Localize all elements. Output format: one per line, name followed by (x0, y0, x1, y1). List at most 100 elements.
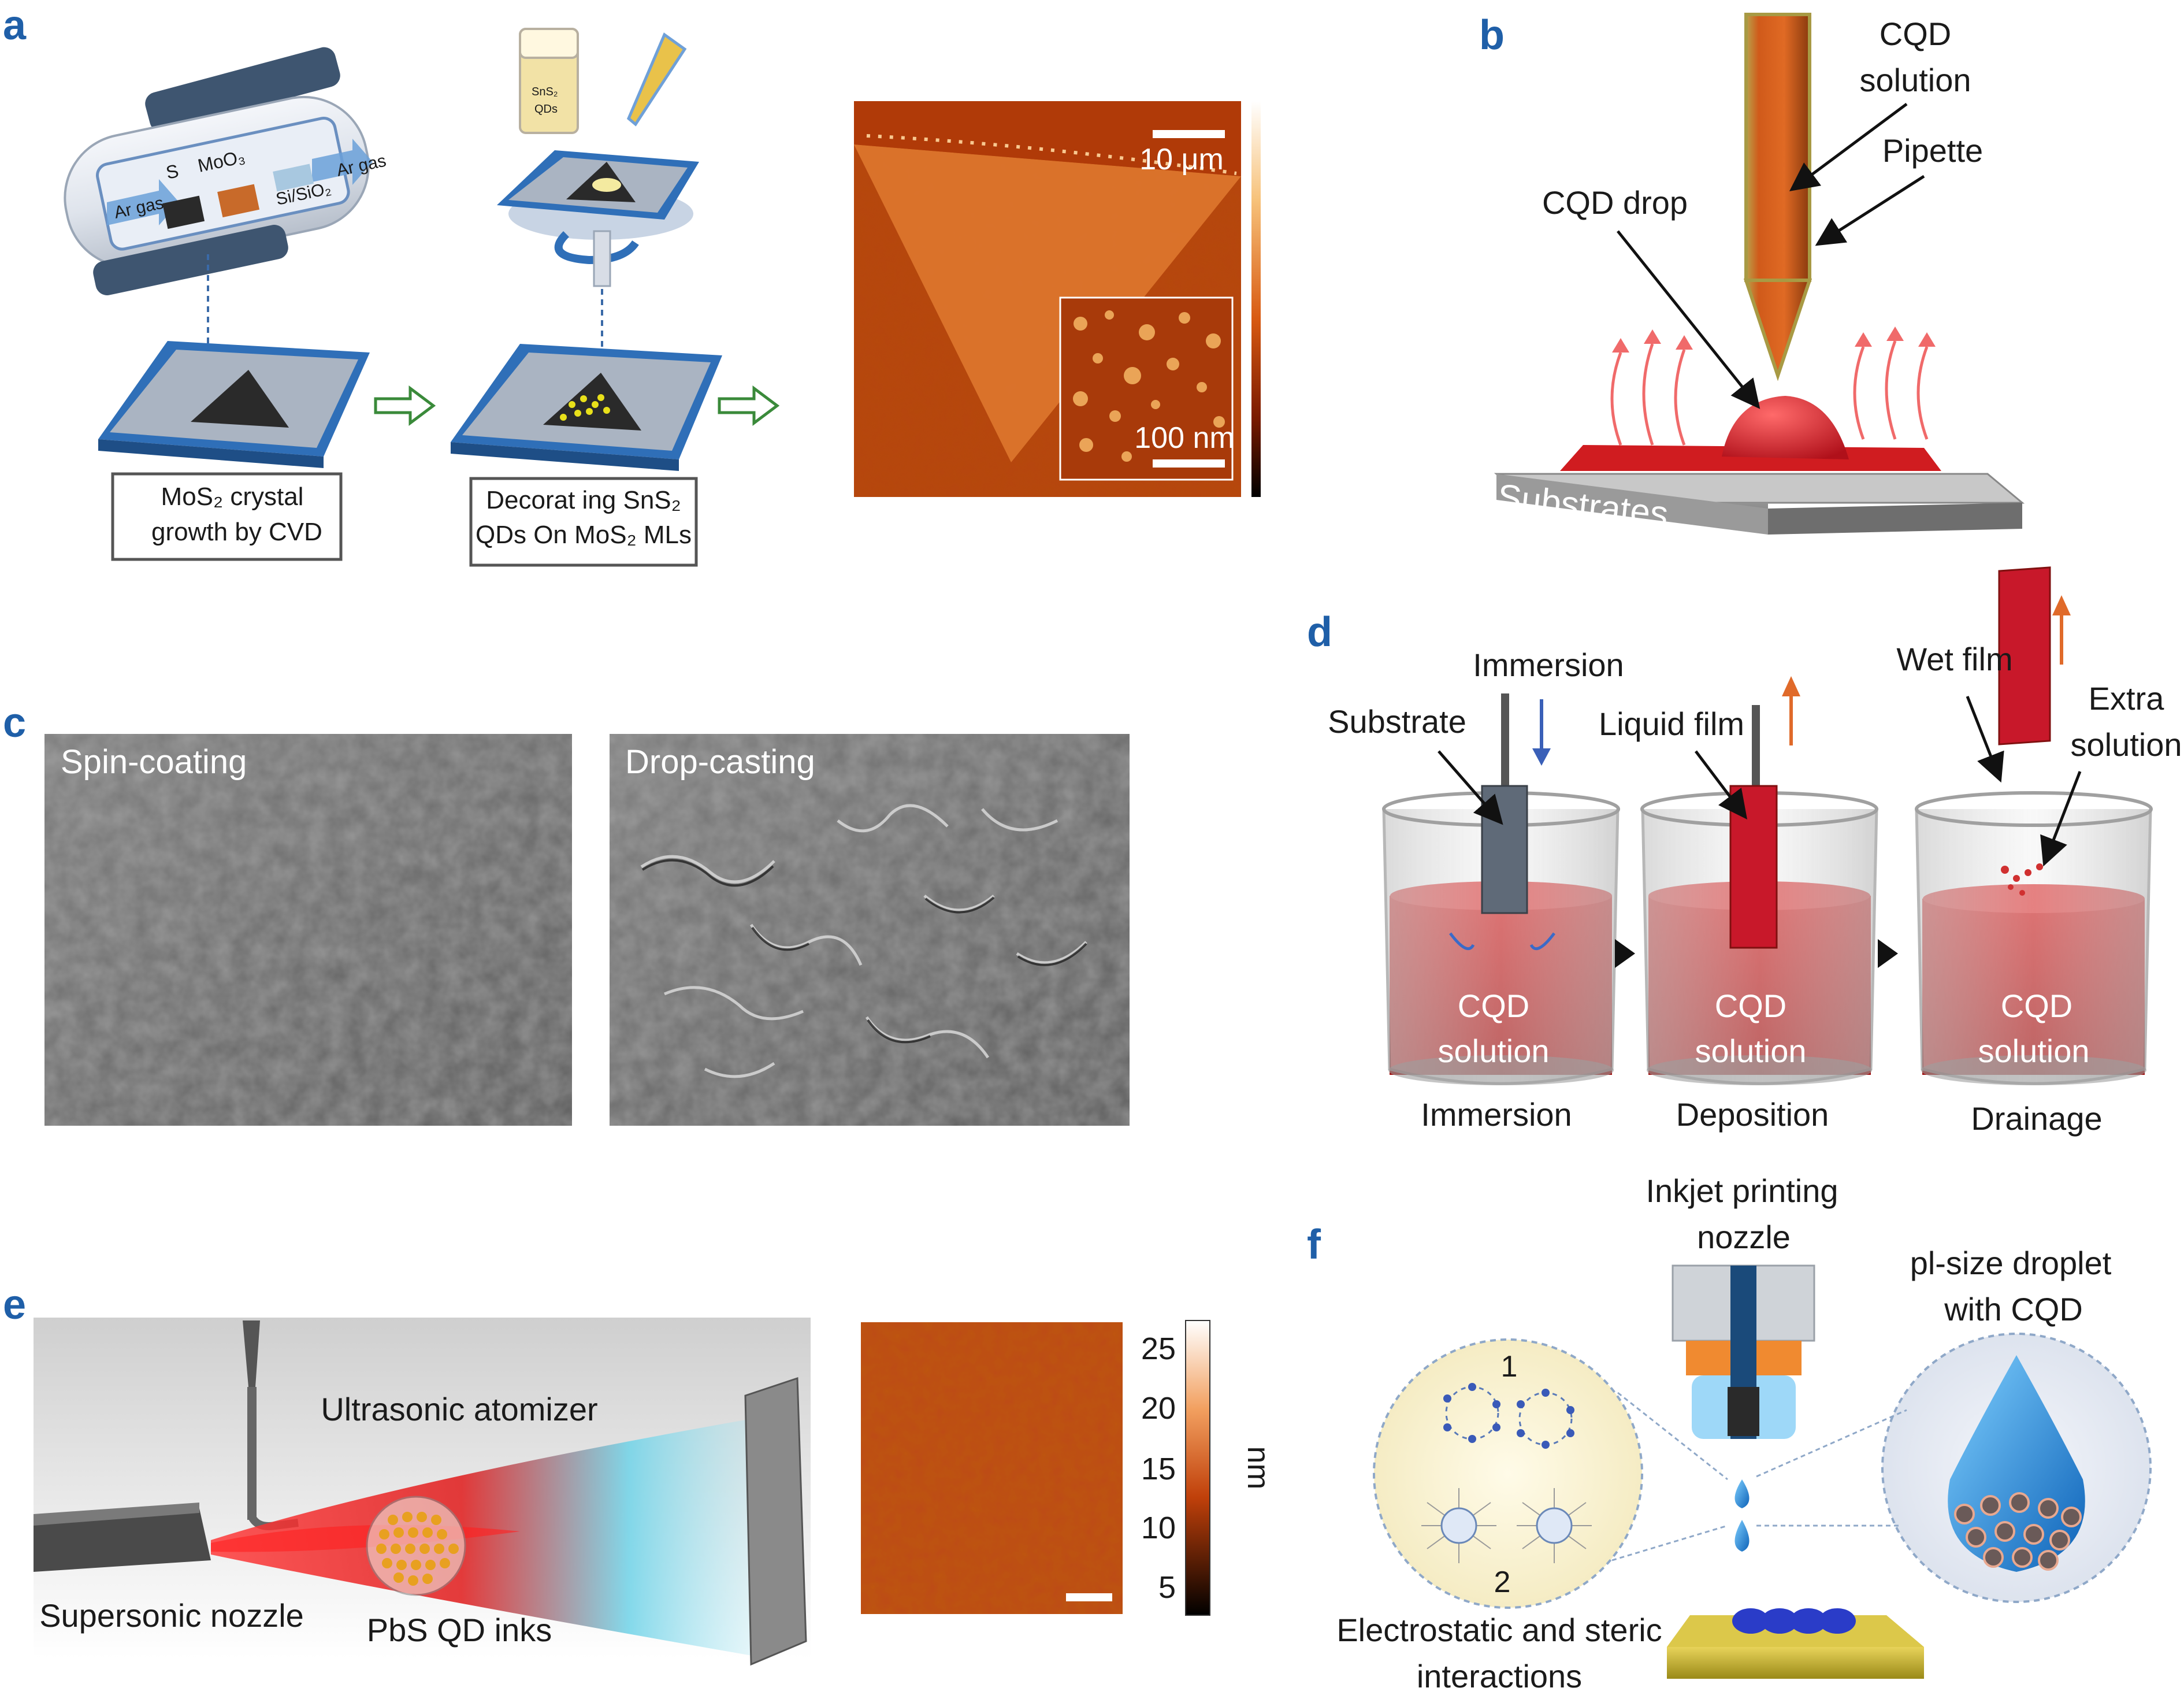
panel-b: b Substrates CQD solution Pipette CQD (1479, 12, 2025, 535)
spray-plume (211, 1416, 768, 1659)
spin-coater (497, 150, 699, 287)
beaker-1: CQD solution (1382, 693, 1620, 1085)
arrow-d1 (1615, 939, 1635, 968)
arrow-a2 (718, 385, 780, 426)
interaction-circle: 1 2 (1373, 1338, 1643, 1609)
print-substrate (1667, 1608, 1924, 1679)
cbar-tick-25: 25 (1141, 1331, 1176, 1366)
drop-casting-title: Drop-casting (625, 743, 815, 781)
arrow-liquid-film (1695, 750, 1748, 819)
inks-label: PbS QD inks (367, 1612, 552, 1648)
inkjet-label-1: Inkjet printing (1646, 1173, 1838, 1209)
beaker3-text2: solution (1978, 1033, 2089, 1069)
panel-label-e: e (3, 1282, 26, 1328)
cqd-solution-l1: CQD (1880, 16, 1951, 52)
scale-10um: 10 μm (1139, 143, 1224, 176)
supersonic-label: Supersonic nozzle (39, 1597, 304, 1634)
cqd-drop-shape (1722, 396, 1849, 459)
inkjet-nozzle (1672, 1264, 1815, 1439)
cbar-tick-20: 20 (1141, 1391, 1176, 1426)
vial-label-2: QDs (534, 103, 558, 116)
panel-e: e Ultrasonic atomize (3, 1282, 1276, 1666)
arrow-cqd-drop (1617, 230, 1760, 409)
step-immersion: Immersion (1421, 1096, 1572, 1133)
box2-line1: Decorat ing SnS₂ (486, 486, 681, 514)
withdraw-arrow-3 (2052, 595, 2071, 665)
evaporation-arrows (1610, 340, 1929, 446)
droplet-2 (1734, 1520, 1750, 1552)
cbar-tick-10: 10 (1141, 1511, 1176, 1545)
box1-line2: growth by CVD (151, 518, 322, 546)
cqd-solution-l2: solution (1859, 62, 1971, 98)
label-box-2: Decorat ing SnS₂ QDs On MoS₂ MLs (469, 477, 698, 567)
scale-100nm: 100 nm (1134, 421, 1234, 455)
sem-drop-casting: Drop-casting (610, 734, 1130, 1126)
panel-f: f (1307, 1173, 2152, 1694)
arrow-d2 (1878, 939, 1898, 968)
beaker-3: CQD solution (1915, 566, 2153, 1085)
beaker1-text1: CQD (1458, 988, 1529, 1024)
withdraw-arrow-2 (1782, 676, 1800, 745)
substrate-label: Substrate (1328, 703, 1466, 740)
pipette-a (626, 32, 687, 127)
step-drainage: Drainage (1971, 1100, 2102, 1137)
pbs-qd-inks (366, 1496, 466, 1596)
beaker2-text2: solution (1695, 1033, 1806, 1069)
pipette-label: Pipette (1882, 132, 1983, 169)
beaker3-text1: CQD (2001, 988, 2072, 1024)
box2-line2: QDs On MoS₂ MLs (476, 521, 692, 549)
panel-d: d CQD solution CQD solution (1307, 566, 2182, 1137)
immersion-arrow (1532, 699, 1551, 766)
vial-label-1: SnS₂ (532, 86, 558, 98)
arrow-a1 (374, 385, 436, 426)
ultrasonic-label: Ultrasonic atomizer (321, 1391, 597, 1427)
spin-coating-title: Spin-coating (61, 743, 247, 781)
extra-solution-l1: Extra (2089, 680, 2165, 717)
afm-image-e (861, 1322, 1123, 1614)
step-deposition: Deposition (1676, 1096, 1829, 1133)
arrow-cqd-solution (1789, 102, 1908, 191)
panel-label-f: f (1307, 1222, 1321, 1268)
panel-label-b: b (1479, 12, 1505, 58)
target-plate (744, 1377, 807, 1666)
beaker1-text2: solution (1438, 1033, 1549, 1069)
wet-film-label: Wet film (1896, 641, 2012, 677)
beaker2-text1: CQD (1715, 988, 1786, 1024)
supersonic-nozzle (34, 1503, 211, 1572)
label-box-1: MoS₂ crystal growth by CVD (111, 472, 343, 561)
colorbar-ticks: 25 20 15 10 5 (1141, 1331, 1176, 1605)
droplet-label-2: with CQD (1944, 1291, 2083, 1327)
arrow-substrate (1438, 750, 1503, 825)
droplet-circle (1881, 1333, 2152, 1603)
beaker-2: CQD solution (1640, 705, 1878, 1085)
substrate-mos2 (98, 341, 370, 468)
substrate-decorated (451, 344, 722, 471)
cqd-drop-label: CQD drop (1542, 184, 1688, 221)
circle-num-1: 1 (1501, 1350, 1518, 1383)
arrow-extra-solution (2040, 771, 2082, 867)
arrow-pipette (1815, 175, 1925, 246)
afm-image: 10 μm 100 nm (854, 101, 1261, 497)
inkjet-label-2: nozzle (1697, 1219, 1791, 1255)
vial: SnS₂ QDs (519, 28, 579, 134)
colorbar-unit: nm (1241, 1446, 1276, 1489)
sem-spin-coating: Spin-coating (44, 734, 572, 1126)
droplet-1 (1734, 1479, 1750, 1508)
extra-solution-l2: solution (2070, 726, 2182, 763)
panel-a: a Ar gas Ar gas S MoO₃ Si/SiO₂ (3, 2, 1261, 567)
circle-num-2: 2 (1494, 1566, 1511, 1599)
electro-label-1: Electrostatic and steric (1336, 1612, 1662, 1648)
colorbar-e (1185, 1320, 1210, 1616)
liquid-film-label: Liquid film (1599, 706, 1744, 742)
panel-label-a: a (3, 2, 27, 49)
immersion-top-label: Immersion (1473, 647, 1624, 683)
panel-label-d: d (1307, 609, 1332, 655)
arrow-wet-film (1966, 696, 2004, 783)
cvd-furnace: Ar gas Ar gas S MoO₃ Si/SiO₂ (64, 47, 388, 295)
box1-line1: MoS₂ crystal (161, 483, 304, 511)
cbar-tick-5: 5 (1158, 1570, 1176, 1605)
cbar-tick-15: 15 (1141, 1452, 1176, 1486)
electro-label-2: interactions (1417, 1658, 1582, 1694)
afm-colorbar (1251, 101, 1261, 497)
